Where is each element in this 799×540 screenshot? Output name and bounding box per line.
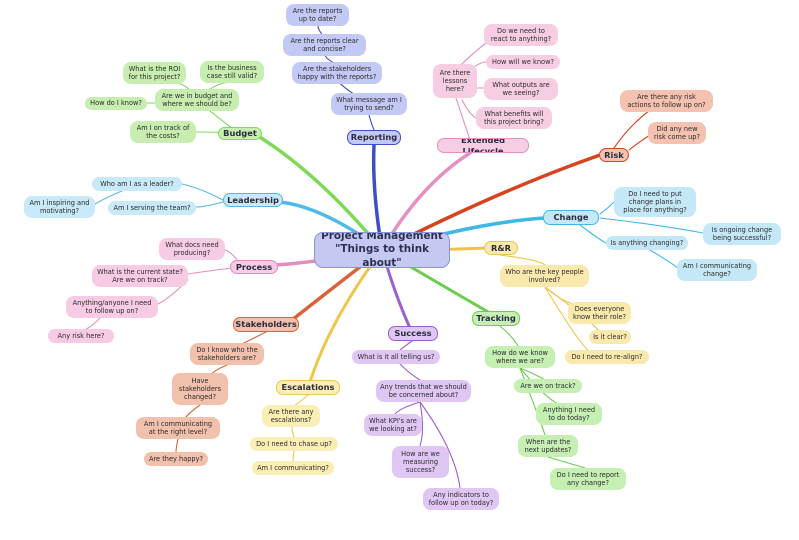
change-item-communicating[interactable]: Am I communicating change? [677, 259, 757, 281]
reporting-item-up-to-date[interactable]: Are the reports up to date? [286, 4, 349, 26]
branch-process[interactable]: Process [230, 260, 278, 274]
sublink-success-40 [394, 401, 421, 415]
lifecycle-item-react[interactable]: Do we need to react to anything? [484, 24, 558, 46]
budget-item-costs[interactable]: Am I on track of the costs? [130, 121, 196, 143]
sublink-risk-14 [613, 109, 651, 149]
success-item-measuring[interactable]: How are we measuring success? [392, 446, 449, 478]
branch-tracking[interactable]: Tracking [472, 311, 520, 326]
sublink-lifecycle-9 [455, 97, 471, 141]
branch-risk[interactable]: Risk [599, 148, 629, 162]
process-item-current-state[interactable]: What is the current state? Are we on tra… [92, 265, 188, 287]
budget-item-business-case[interactable]: Is the business case still valid? [200, 61, 264, 83]
escalations-item-communicating[interactable]: Am I communicating? [252, 461, 334, 475]
escalations-item-chase[interactable]: Do I need to chase up? [250, 437, 338, 451]
branch-change[interactable]: Change [543, 210, 599, 225]
tracking-item-where[interactable]: How do we know where we are? [485, 346, 555, 368]
leadership-item-serving[interactable]: Am I serving the team? [108, 201, 196, 215]
lifecycle-item-benefits[interactable]: What benefits will this project bring? [476, 107, 552, 129]
sublink-change-17 [599, 217, 704, 234]
tracking-item-on-track[interactable]: Are we on track? [514, 379, 582, 393]
sublink-process-24 [187, 267, 233, 275]
sublink-change-19 [649, 249, 679, 269]
root-node[interactable]: Project Management "Things to think abou… [314, 232, 450, 268]
lifecycle-item-how-know[interactable]: How will we know? [486, 55, 560, 69]
rr-item-clear[interactable]: Is it clear? [589, 330, 631, 344]
sublink-change-16 [599, 201, 615, 215]
reporting-item-clear[interactable]: Are the reports clear and concise? [283, 34, 366, 56]
sublink-tracking-43 [499, 325, 519, 347]
success-item-telling[interactable]: What is it all telling us? [352, 350, 440, 364]
budget-item-in-budget[interactable]: Are we in budget and where we should be? [155, 89, 239, 111]
stakeholders-item-communicating[interactable]: Am I communicating at the right level? [136, 417, 220, 439]
success-item-indicators[interactable]: Any indicators to follow up on today? [423, 488, 499, 510]
sublink-success-41 [419, 401, 424, 447]
process-item-risk[interactable]: Any risk here? [48, 329, 114, 343]
leadership-item-who-am-i[interactable]: Who am I as a leader? [92, 177, 182, 191]
leadership-item-inspiring[interactable]: Am I inspiring and motivating? [24, 196, 95, 218]
branch-leadership[interactable]: Leadership [223, 193, 283, 207]
budget-item-how-know[interactable]: How do I know? [85, 97, 147, 110]
sublink-risk-15 [628, 134, 651, 151]
branch-budget[interactable]: Budget [218, 127, 262, 140]
process-item-docs[interactable]: What docs need producing? [159, 238, 225, 260]
reporting-item-stakeholders-happy[interactable]: Are the stakeholders happy with the repo… [292, 62, 382, 84]
change-item-anything[interactable]: Is anything changing? [606, 236, 688, 250]
sublink-escalations-36 [291, 426, 295, 438]
sublink-leadership-20 [181, 183, 224, 201]
sublink-stakeholders-34 [175, 438, 179, 453]
sublink-lifecycle-13 [461, 99, 477, 119]
sublink-leadership-22 [195, 201, 224, 208]
rr-item-roles[interactable]: Does everyone know their role? [568, 302, 631, 324]
reporting-item-message[interactable]: What message am I trying to send? [331, 93, 407, 115]
branch-rr[interactable]: R&R [484, 241, 518, 255]
branch-stakeholders[interactable]: Stakeholders [233, 317, 299, 332]
budget-item-roi[interactable]: What is the ROI for this project? [123, 62, 186, 84]
risk-item-new-risk[interactable]: Did any new risk come up? [648, 122, 706, 144]
change-item-plans[interactable]: Do I need to put change plans in place f… [614, 187, 696, 217]
success-item-trends[interactable]: Any trends that we should be concerned a… [376, 380, 471, 402]
rr-item-realign[interactable]: Do I need to re-align? [565, 350, 649, 364]
lifecycle-item-outputs[interactable]: What outputs are we seeing? [484, 78, 558, 100]
sublink-tracking-47 [547, 456, 586, 469]
tracking-item-updates[interactable]: When are the next updates? [518, 435, 578, 457]
risk-item-actions[interactable]: Are there any risk actions to follow up … [620, 90, 713, 112]
branch-success[interactable]: Success [388, 326, 438, 341]
rr-item-key-people[interactable]: Who are the key people involved? [500, 265, 589, 287]
change-item-ongoing[interactable]: Is ongoing change being successful? [703, 223, 781, 245]
sublink-tracking-44 [519, 367, 546, 381]
process-item-follow-up[interactable]: Anything/anyone I need to follow up on? [66, 296, 158, 318]
sublink-change-18 [579, 224, 607, 244]
success-item-kpis[interactable]: What KPI's are we looking at? [364, 414, 422, 436]
branch-extended-lifecycle[interactable]: Extended Lifecycle [437, 138, 529, 153]
sublink-success-42 [419, 401, 461, 489]
stakeholders-item-happy[interactable]: Are they happy? [144, 452, 208, 466]
sublink-escalations-37 [292, 450, 295, 462]
tracking-item-report[interactable]: Do I need to report any change? [550, 468, 626, 490]
sublink-rr-27 [499, 254, 546, 266]
sublink-success-38 [399, 340, 413, 351]
sublink-stakeholders-33 [184, 404, 201, 419]
stakeholders-item-know-who[interactable]: Do I know who the stakeholders are? [190, 343, 264, 365]
lifecycle-item-lessons[interactable]: Are there lessons here? [433, 64, 477, 98]
branch-escalations[interactable]: Escalations [276, 380, 340, 395]
escalations-item-any[interactable]: Are there any escalations? [262, 405, 320, 427]
stakeholders-item-changed[interactable]: Have stakeholders changed? [172, 373, 228, 405]
tracking-item-today[interactable]: Anything I need to do today? [536, 403, 602, 425]
sublink-success-39 [399, 363, 421, 381]
branch-reporting[interactable]: Reporting [347, 130, 401, 145]
